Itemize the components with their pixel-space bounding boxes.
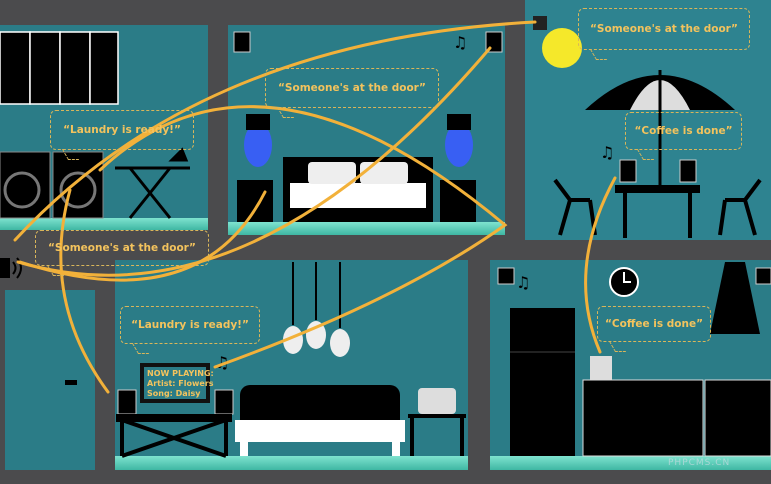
kitchen-floor <box>490 456 771 470</box>
music-note-icon: ♫♫♫♫ <box>215 33 614 372</box>
artist-label: Artist: Flowers <box>147 379 214 388</box>
door-handle-icon <box>65 380 77 385</box>
speech-bubble-laundry: “Laundry is ready!” <box>120 306 260 344</box>
lamp-icon <box>237 114 476 222</box>
speech-bubble-laundry: “Laundry is ready!” <box>50 110 194 150</box>
watermark: PHPCMS.CN <box>668 458 731 468</box>
speech-bubble-coffee: “Coffee is done” <box>625 112 742 150</box>
bedroom-floor <box>228 222 505 235</box>
pendant-lights-icon <box>283 262 350 357</box>
tv-stand-icon <box>116 414 232 458</box>
living-floor <box>115 456 468 470</box>
svg-text:♫: ♫ <box>516 273 530 292</box>
ironing-board-icon <box>115 147 190 219</box>
clock-icon <box>609 267 639 297</box>
hallway <box>5 290 95 470</box>
range-hood-icon <box>710 262 760 334</box>
washing-machine-icon <box>0 151 104 219</box>
svg-text:♫: ♫ <box>600 143 614 162</box>
tv-now-playing: NOW PLAYING: Artist: Flowers Song: Daisy <box>140 363 214 403</box>
bed-icon <box>283 157 433 222</box>
speech-bubble-door: “Someone's at the door” <box>578 8 750 50</box>
radio-icon <box>408 388 466 456</box>
umbrella-table-icon <box>553 70 762 238</box>
notification-arrows <box>13 20 617 394</box>
fridge-icon <box>510 308 575 456</box>
speaker-icon <box>497 267 771 285</box>
speech-bubble-coffee: “Coffee is done” <box>597 306 711 342</box>
speech-bubble-door: “Someone's at the door” <box>35 230 209 266</box>
coffee-maker-icon <box>590 356 612 380</box>
sofa-icon <box>235 385 405 456</box>
kitchen-counter-icon <box>582 379 771 457</box>
laundry-floor <box>0 218 208 230</box>
porch-light-icon <box>533 16 582 68</box>
svg-text:♫: ♫ <box>453 33 467 52</box>
now-playing-label: NOW PLAYING: <box>147 369 214 378</box>
cabinets <box>0 31 119 105</box>
speech-bubble-door: “Someone's at the door” <box>265 68 439 108</box>
song-label: Song: Daisy <box>147 389 201 398</box>
doorbell-icon <box>0 257 22 279</box>
